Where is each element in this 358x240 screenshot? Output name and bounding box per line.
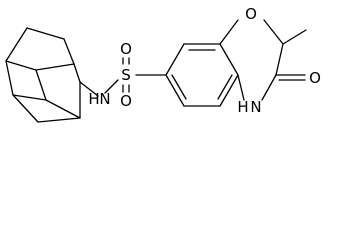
ring-bond bbox=[263, 19, 284, 45]
structure-diagram: O S O H N O O H N bbox=[5, 5, 321, 123]
ring-oxygen-label: O bbox=[245, 5, 257, 23]
ring-bond bbox=[165, 74, 185, 107]
cage-bond bbox=[63, 38, 75, 65]
ring-bond bbox=[261, 74, 277, 101]
n-s-bond bbox=[104, 79, 119, 94]
ring-inner-bond bbox=[171, 74, 187, 100]
carbonyl-oxygen-label: O bbox=[309, 69, 321, 87]
sulfonamide-group bbox=[104, 57, 167, 94]
sulfonamide-hydrogen-label: H bbox=[88, 90, 99, 108]
lactam-nitrogen-label: N bbox=[250, 98, 261, 116]
sulfonamide-nitrogen-label: N bbox=[99, 90, 110, 108]
benzene-ring bbox=[165, 43, 239, 107]
cage-bond bbox=[45, 99, 81, 119]
oxazinone-ring bbox=[219, 19, 307, 101]
adamantane-cage bbox=[5, 27, 99, 123]
cage-bond bbox=[35, 63, 75, 71]
ring-bond bbox=[165, 43, 185, 76]
atom-labels: O S O H N O O H N bbox=[88, 5, 321, 116]
cage-bond bbox=[73, 63, 81, 83]
cage-bond bbox=[5, 60, 37, 71]
sulfonyl-oxygen-bottom-label: O bbox=[120, 92, 132, 110]
cage-bond bbox=[37, 117, 81, 123]
ring-bond bbox=[237, 74, 245, 101]
sulfonyl-oxygen-top-label: O bbox=[120, 40, 132, 58]
ring-bond bbox=[219, 19, 239, 45]
cage-bond bbox=[5, 60, 14, 96]
molecule-drawing: O S O H N O O H N bbox=[5, 5, 321, 123]
cage-bond bbox=[26, 27, 65, 40]
ring-inner-bond bbox=[217, 74, 233, 100]
cage-bond bbox=[35, 69, 47, 101]
cage-bond bbox=[12, 94, 47, 101]
cage-bond bbox=[5, 27, 28, 62]
ring-bond bbox=[275, 43, 284, 76]
sulfur-label: S bbox=[121, 66, 131, 84]
methyl-bond bbox=[282, 29, 307, 45]
cage-bond bbox=[79, 81, 99, 97]
ring-bond bbox=[219, 43, 239, 76]
cage-bond bbox=[12, 94, 39, 123]
ring-bond bbox=[219, 74, 239, 107]
lactam-hydrogen-label: H bbox=[237, 98, 248, 116]
